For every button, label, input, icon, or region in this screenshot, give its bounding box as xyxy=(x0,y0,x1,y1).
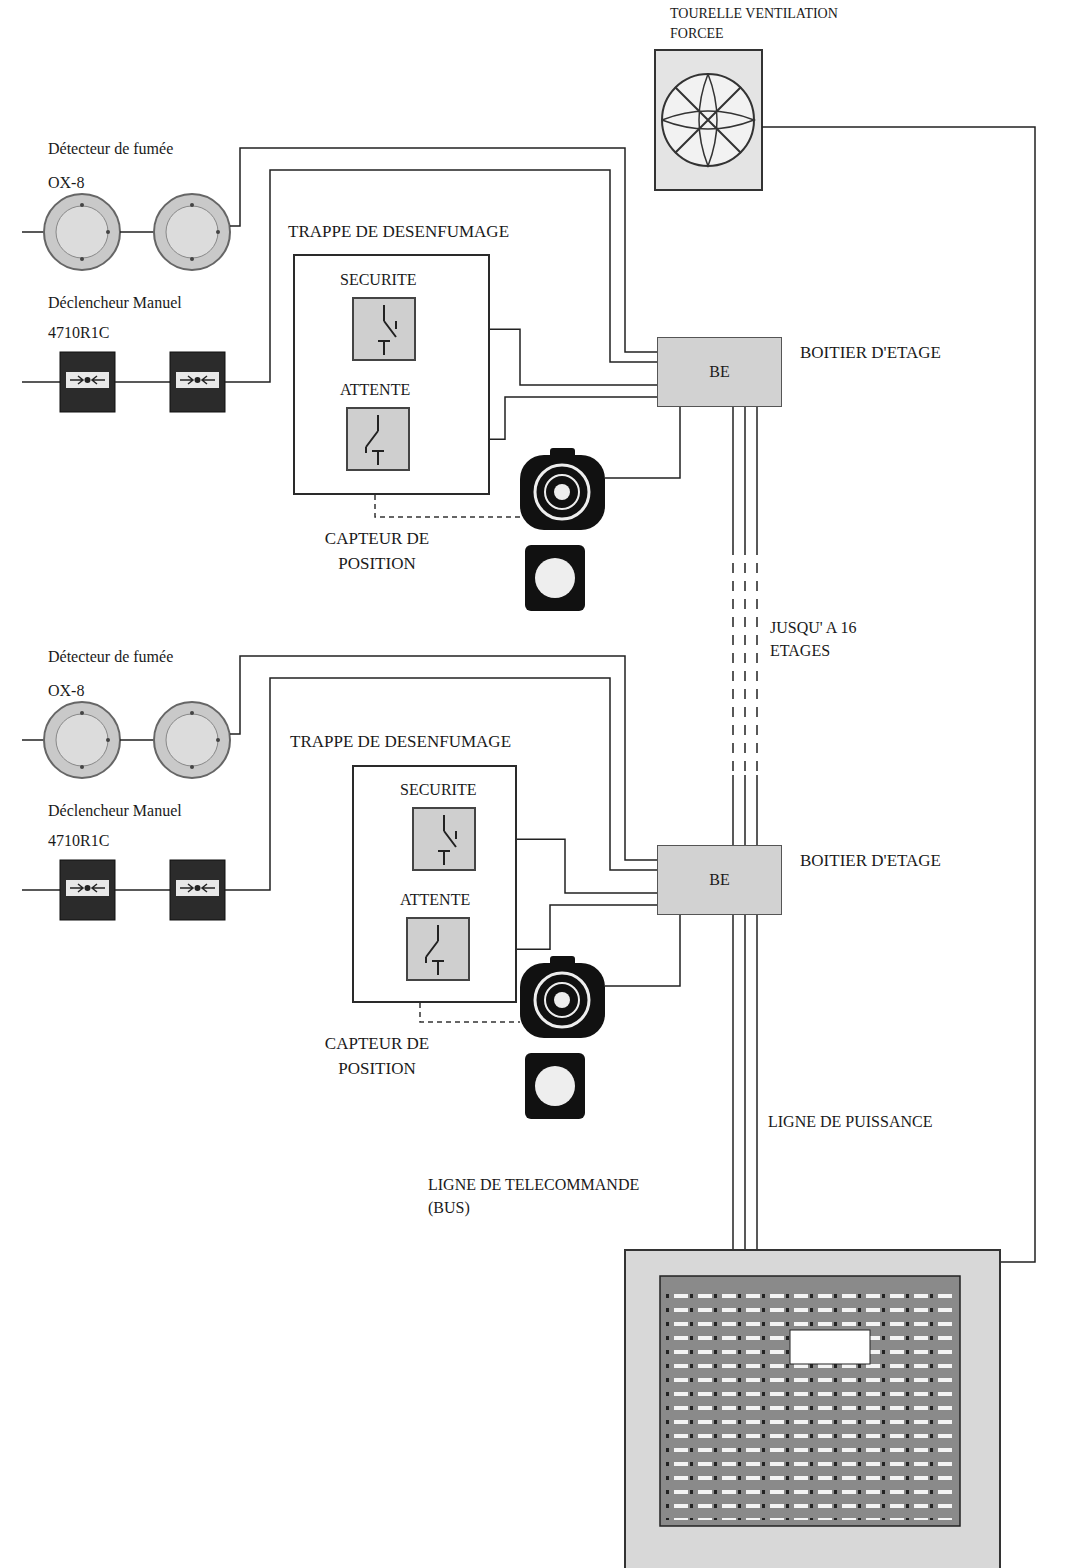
floor-1-equipment xyxy=(22,148,680,611)
smoke-vent-box: TRAPPE DE DESENFUMAGE SECURITE ATTENTE xyxy=(290,726,581,1006)
drawing-part xyxy=(790,1330,870,1364)
drawing-part xyxy=(756,407,758,845)
switch-symbol xyxy=(414,809,474,869)
contact-label: SECURITE xyxy=(400,778,476,801)
floor-gap xyxy=(726,545,764,775)
control-panel xyxy=(625,1250,1000,1568)
drawing-part xyxy=(660,1276,960,1526)
contact-label: SECURITE xyxy=(340,268,416,291)
fan-box xyxy=(655,50,762,190)
smoke-vent-box: TRAPPE DE DESENFUMAGE SECURITE ATTENTE xyxy=(288,216,579,498)
contact-symbol-box xyxy=(412,807,476,871)
drawing-part xyxy=(744,915,746,1250)
dashed-bus xyxy=(732,545,734,775)
fan-turret: TOURELLE VENTILATION FORCEE xyxy=(655,4,870,190)
drawing-part xyxy=(732,915,734,1250)
drawing-part xyxy=(662,74,754,166)
text-label: Détecteur de fumée OX-8 xyxy=(48,132,193,199)
switch-symbol xyxy=(408,919,468,979)
fan-wire xyxy=(762,127,1035,1262)
text-label: CAPTEUR DE POSITION xyxy=(312,527,442,576)
text-label: CAPTEUR DE POSITION xyxy=(312,1032,442,1081)
drawing-part xyxy=(732,407,734,845)
drawing-part xyxy=(675,87,741,153)
switch-symbol xyxy=(348,409,408,469)
contact-symbol-box xyxy=(352,297,416,361)
contact-box: SECURITE xyxy=(400,778,476,871)
dashed-bus xyxy=(756,545,758,775)
box-label: BE xyxy=(709,868,729,891)
contact-label: ATTENTE xyxy=(400,888,470,911)
floor-box: BE xyxy=(657,337,782,407)
text-label: Déclencheur Manuel 4710R1C xyxy=(48,288,208,349)
contact-symbol-box xyxy=(406,917,470,981)
contact-box: ATTENTE xyxy=(400,888,470,981)
switch-symbol xyxy=(354,299,414,359)
sensor-link xyxy=(420,1003,520,1022)
contact-symbol-box xyxy=(346,407,410,471)
vent-title: TRAPPE DE DESENFUMAGE xyxy=(288,216,579,245)
text-label: LIGNE DE PUISSANCE xyxy=(768,1112,988,1133)
box-label: BE xyxy=(709,360,729,383)
text-label: Déclencheur Manuel 4710R1C xyxy=(48,796,208,857)
wire-connector xyxy=(744,407,746,845)
text-label: LIGNE DE TELECOMMANDE (BUS) xyxy=(428,1173,668,1219)
contact-box: SECURITE xyxy=(340,268,416,361)
turret-title: TOURELLE VENTILATION FORCEE xyxy=(670,4,850,45)
text-label: Détecteur de fumée OX-8 xyxy=(48,640,193,707)
contact-label: ATTENTE xyxy=(340,378,410,401)
drawing-part xyxy=(662,74,754,166)
floor-2-equipment xyxy=(22,656,680,1119)
drawing-part xyxy=(756,915,758,1250)
drawing-part xyxy=(666,1284,954,1520)
vent-title: TRAPPE DE DESENFUMAGE xyxy=(290,726,581,755)
sensor-link xyxy=(375,495,520,517)
contact-box: ATTENTE xyxy=(340,378,410,471)
text-label: JUSQU' A 16 ETAGES xyxy=(770,616,890,662)
text-label: BOITIER D'ETAGE xyxy=(800,342,1000,364)
floor-box: BE xyxy=(657,845,782,915)
dashed-bus xyxy=(744,545,746,775)
text-label: BOITIER D'ETAGE xyxy=(800,850,1000,872)
